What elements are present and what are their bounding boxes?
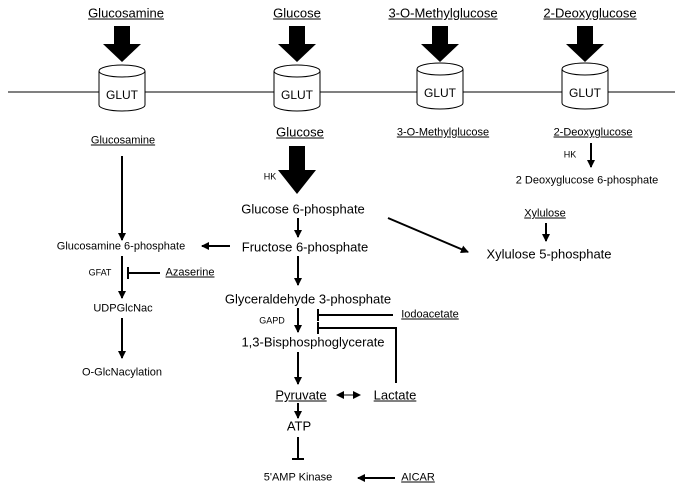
glut-transporter-1 bbox=[98, 64, 146, 112]
lactate-inhibition bbox=[318, 327, 397, 383]
amp-kinase-label: 5'AMP Kinase bbox=[263, 471, 333, 484]
iodoacetate-label: Iodoacetate bbox=[401, 308, 459, 321]
pyruvate-label: Pyruvate bbox=[275, 387, 327, 403]
entry-arrow-methylglucose bbox=[421, 26, 459, 62]
atp-label: ATP bbox=[286, 418, 312, 434]
deoxyglucose-inside-label: 2-Deoxyglucose bbox=[553, 126, 633, 139]
hk-deoxy-enzyme-label: HK bbox=[563, 149, 577, 160]
udpglcnac-label: UDPGlcNac bbox=[93, 302, 153, 315]
glut-transporter-2 bbox=[273, 64, 321, 112]
hk-enzyme-label: HK bbox=[263, 171, 277, 182]
glucosamine-inside-label: Glucosamine bbox=[90, 134, 156, 147]
gfat-enzyme-label: GFAT bbox=[88, 267, 112, 278]
xylulose-label: Xylulose bbox=[524, 207, 566, 220]
glucosamine-6p-label: Glucosamine 6-phosphate bbox=[56, 240, 186, 253]
methylglucose-inside-label: 3-O-Methylglucose bbox=[396, 126, 490, 139]
glucose-6p-label: Glucose 6-phosphate bbox=[241, 201, 365, 217]
fructose-6p-label: Fructose 6-phosphate bbox=[241, 239, 369, 255]
glut-label-1: GLUT bbox=[105, 88, 139, 102]
entry-arrow-glucosamine bbox=[103, 26, 141, 62]
gapd-enzyme-label: GAPD bbox=[259, 315, 285, 326]
entry-arrow-glucose bbox=[278, 26, 316, 62]
glut-label-4: GLUT bbox=[568, 86, 602, 100]
glucose-outside-label: Glucose bbox=[273, 5, 321, 21]
azaserine-label: Azaserine bbox=[165, 266, 215, 279]
glut-label-2: GLUT bbox=[280, 88, 314, 102]
glucose-inside-label: Glucose bbox=[276, 124, 324, 140]
lactate-label: Lactate bbox=[373, 387, 417, 403]
o-glcnacylation-label: O-GlcNacylation bbox=[81, 366, 163, 379]
xylulose-5p-label: Xylulose 5-phosphate bbox=[486, 246, 612, 262]
deoxyglucose-outside-label: 2-Deoxyglucose bbox=[543, 5, 637, 21]
methylglucose-outside-label: 3-O-Methylglucose bbox=[388, 5, 498, 21]
bisphosphoglycerate-label: 1,3-Bisphosphoglycerate bbox=[241, 334, 385, 350]
deoxyglucose-6p-label: 2 Deoxyglucose 6-phosphate bbox=[515, 174, 659, 187]
glut-label-3: GLUT bbox=[423, 86, 457, 100]
hk-big-arrow bbox=[278, 146, 316, 194]
glyceraldehyde-3p-label: Glyceraldehyde 3-phosphate bbox=[224, 291, 392, 307]
entry-arrow-deoxyglucose bbox=[566, 26, 604, 62]
glucosamine-outside-label: Glucosamine bbox=[88, 5, 164, 21]
glut-transporter-4 bbox=[561, 62, 609, 110]
aicar-label: AICAR bbox=[401, 471, 435, 484]
arrow-g6p-x5p bbox=[387, 217, 469, 253]
glut-transporter-3 bbox=[416, 62, 464, 110]
